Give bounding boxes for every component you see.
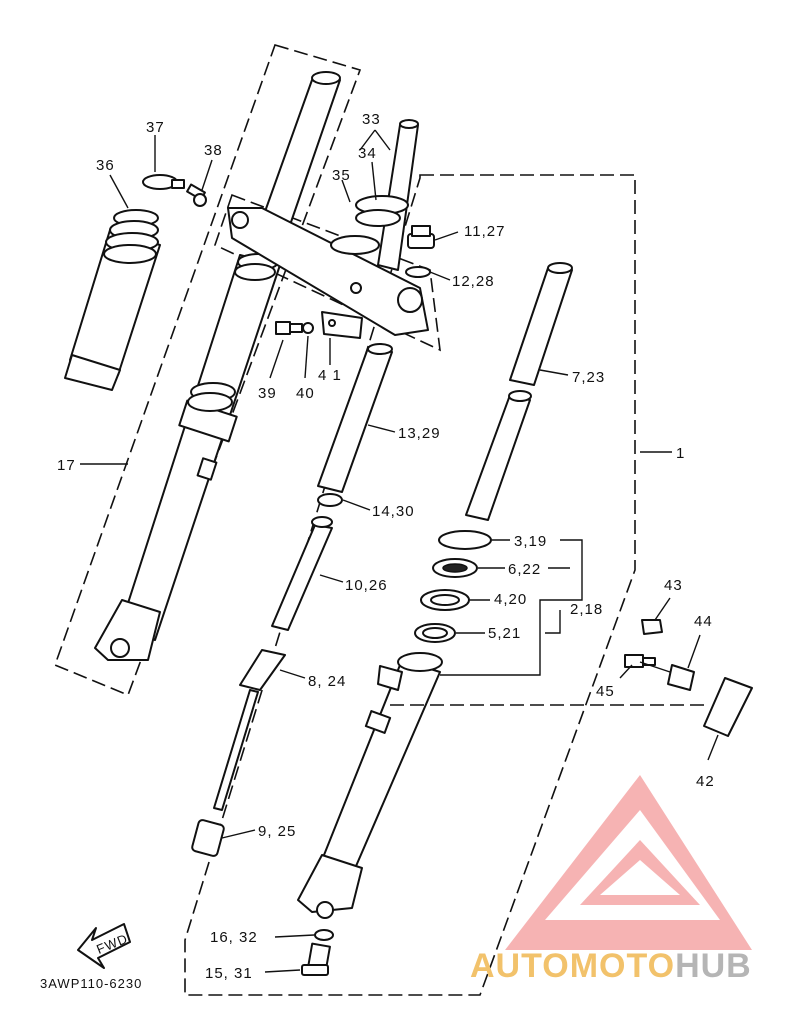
callout-36: 36 bbox=[96, 157, 115, 174]
reflector-42 bbox=[703, 677, 753, 737]
watermark-text-part1: AUTOMOTO bbox=[470, 947, 675, 985]
callout-labels: 37 38 36 33 34 35 11,27 12,28 39 40 4 1 … bbox=[57, 111, 715, 982]
callout-35: 35 bbox=[332, 167, 351, 184]
fork-boot-36 bbox=[64, 209, 161, 391]
callout-41: 4 1 bbox=[318, 367, 342, 384]
callout-40: 40 bbox=[296, 385, 315, 402]
callout-42: 42 bbox=[696, 773, 715, 790]
rebound-spring-8 bbox=[213, 649, 286, 811]
callout-12-28: 12,28 bbox=[452, 273, 495, 290]
callout-13-29: 13,29 bbox=[398, 425, 441, 442]
screw-38 bbox=[186, 183, 207, 207]
callout-45: 45 bbox=[596, 683, 615, 700]
cap-bolt-11 bbox=[407, 225, 435, 249]
callout-11-27: 11,27 bbox=[464, 223, 505, 240]
washer-16 bbox=[314, 929, 334, 941]
callout-17: 17 bbox=[57, 457, 76, 474]
oil-seal-4 bbox=[420, 589, 470, 611]
callout-9-25: 9, 25 bbox=[258, 823, 296, 840]
callout-44: 44 bbox=[694, 613, 713, 630]
callout-10-26: 10,26 bbox=[345, 577, 388, 594]
clip-3 bbox=[438, 530, 492, 550]
seal-6 bbox=[432, 558, 478, 578]
washer-40 bbox=[302, 322, 314, 334]
left-fork-assembly bbox=[94, 71, 341, 661]
watermark-text-part2: HUB bbox=[675, 947, 752, 985]
callout-16-32: 16, 32 bbox=[210, 929, 258, 946]
bolt-15 bbox=[301, 942, 331, 976]
drawing-code: 3AWP110-6230 bbox=[40, 976, 142, 991]
callout-5-21: 5,21 bbox=[488, 625, 521, 642]
callout-8-24: 8, 24 bbox=[308, 673, 346, 690]
oil-lock-piece-9 bbox=[191, 819, 225, 857]
callout-37: 37 bbox=[146, 119, 165, 136]
watermark-text: AUTOMOTOHUB bbox=[470, 947, 752, 985]
callout-7-23: 7,23 bbox=[572, 369, 605, 386]
band-37 bbox=[142, 174, 185, 190]
callout-15-31: 15, 31 bbox=[205, 965, 253, 982]
callout-3-19: 3,19 bbox=[514, 533, 547, 550]
callout-39: 39 bbox=[258, 385, 277, 402]
callout-34: 34 bbox=[358, 145, 377, 162]
damper-rod-10 bbox=[271, 516, 333, 631]
callout-14-30: 14,30 bbox=[372, 503, 415, 520]
bracket-44 bbox=[667, 664, 695, 691]
ring-14 bbox=[317, 493, 343, 507]
fwd-arrow-icon: FWD bbox=[77, 923, 131, 969]
callout-2-18: 2,18 bbox=[570, 601, 603, 618]
nut-43 bbox=[641, 619, 663, 635]
fwd-label: FWD bbox=[94, 931, 130, 957]
right-outer-tube-1 bbox=[297, 652, 443, 919]
callout-33: 33 bbox=[362, 111, 381, 128]
callout-4-20: 4,20 bbox=[494, 591, 527, 608]
callout-43: 43 bbox=[664, 577, 683, 594]
steering-stem-assembly bbox=[227, 119, 429, 336]
o-ring-12 bbox=[405, 266, 431, 278]
washer-5 bbox=[414, 623, 456, 643]
watermark-logo bbox=[505, 775, 752, 950]
callout-6-22: 6,22 bbox=[508, 561, 541, 578]
callout-1: 1 bbox=[676, 445, 685, 462]
spacer-13 bbox=[317, 343, 393, 493]
fork-spring-7 bbox=[465, 262, 573, 521]
bolt-39 bbox=[275, 321, 303, 335]
bracket-41 bbox=[321, 311, 363, 339]
callout-38: 38 bbox=[204, 142, 223, 159]
leader-lines bbox=[80, 129, 719, 973]
